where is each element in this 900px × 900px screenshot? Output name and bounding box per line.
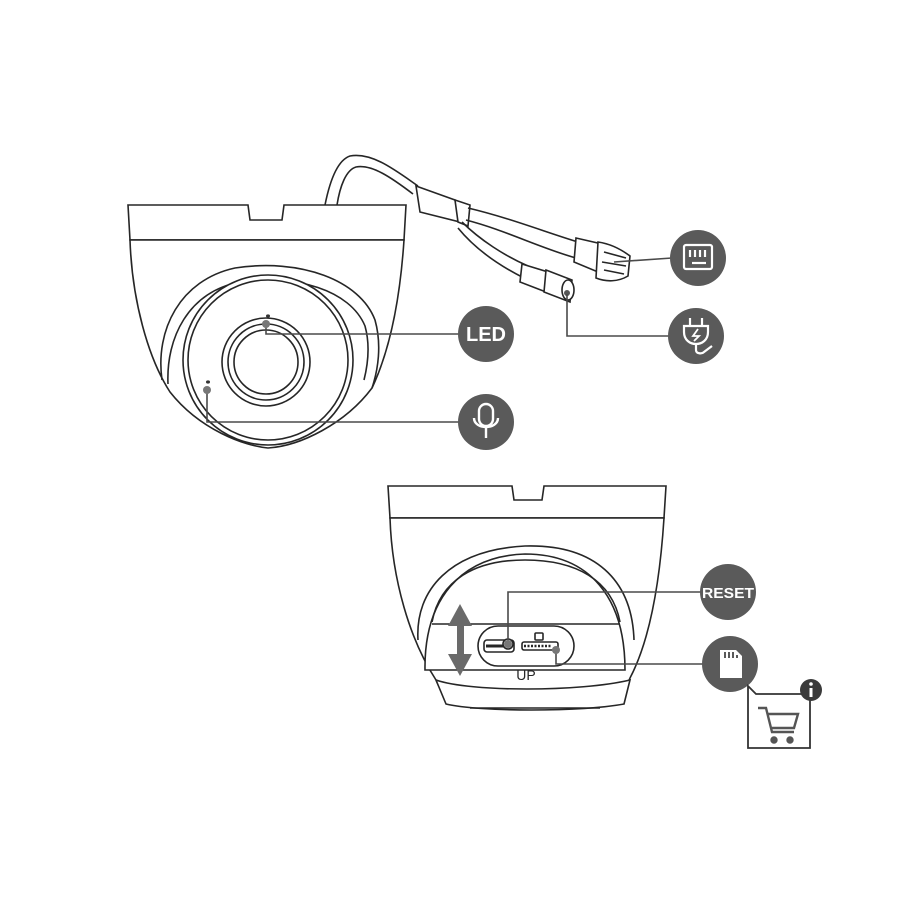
bottom-callout-lines: [504, 591, 704, 665]
reset-callout-circle: [700, 564, 756, 620]
callout-reset: RESET: [700, 564, 756, 620]
callout-mic: [458, 394, 514, 450]
callout-led: LED: [458, 306, 514, 362]
callout-ethernet: [670, 230, 726, 286]
rear-base-plate: [387, 485, 667, 519]
cart-overlay-box[interactable]: [747, 683, 811, 749]
mic-dot: [203, 386, 211, 394]
shopping-cart-overlay[interactable]: [747, 679, 822, 749]
power-leader-line: [566, 294, 670, 337]
ball-outer-ring: [160, 264, 380, 389]
reset-callout-label: RESET: [702, 585, 754, 602]
lens-ball-rim: [187, 279, 349, 441]
top-callout-lines: [203, 257, 673, 423]
rear-ball-rim: [431, 559, 621, 623]
mic-callout-circle: [458, 394, 514, 450]
callout-power: [668, 308, 724, 364]
cable-ethernet-a: [467, 207, 579, 243]
mic-leader-line: [206, 390, 460, 423]
camera-base-plate: [127, 204, 407, 241]
reset-leader-line: [507, 591, 702, 644]
mic-hole: [206, 380, 210, 384]
microphone-icon: [472, 402, 500, 438]
sd-dot: [552, 646, 560, 654]
cable-ethernet-b: [465, 219, 577, 259]
reset-slot: [483, 639, 515, 653]
ethernet-port-icon: [682, 243, 714, 271]
lens-glass: [233, 329, 299, 395]
power-barrel-tip: [561, 279, 575, 301]
power-barrel-hole: [564, 290, 570, 296]
info-icon[interactable]: [800, 679, 822, 701]
power-plug-icon: [682, 318, 713, 355]
ethernet-connector-ribs: [601, 251, 627, 275]
shopping-cart-icon[interactable]: [758, 706, 800, 744]
sd-card-slot: [521, 641, 559, 651]
cable-splitter: [415, 184, 462, 224]
cable-power-b: [457, 227, 525, 279]
ethernet-leader-line: [613, 257, 673, 263]
led-callout-circle: [458, 306, 514, 362]
callout-sd-card: [702, 636, 758, 692]
led-dot: [262, 320, 270, 328]
dome-camera-rear-view: UP: [387, 485, 667, 711]
ethernet-callout-circle: [670, 230, 726, 286]
adjust-direction-arrow: [448, 604, 472, 676]
reset-dot: [504, 640, 512, 648]
cable-main-inner: [336, 165, 414, 206]
sd-card-icon: [720, 650, 742, 678]
sd-slot-symbol: [534, 632, 544, 641]
light-sensor: [266, 314, 270, 318]
sd-leader-line: [555, 650, 704, 665]
cable-main: [324, 154, 419, 206]
up-orientation-label: UP: [516, 667, 535, 683]
dome-camera-front-view: [127, 154, 631, 449]
led-callout-label: LED: [466, 324, 506, 346]
